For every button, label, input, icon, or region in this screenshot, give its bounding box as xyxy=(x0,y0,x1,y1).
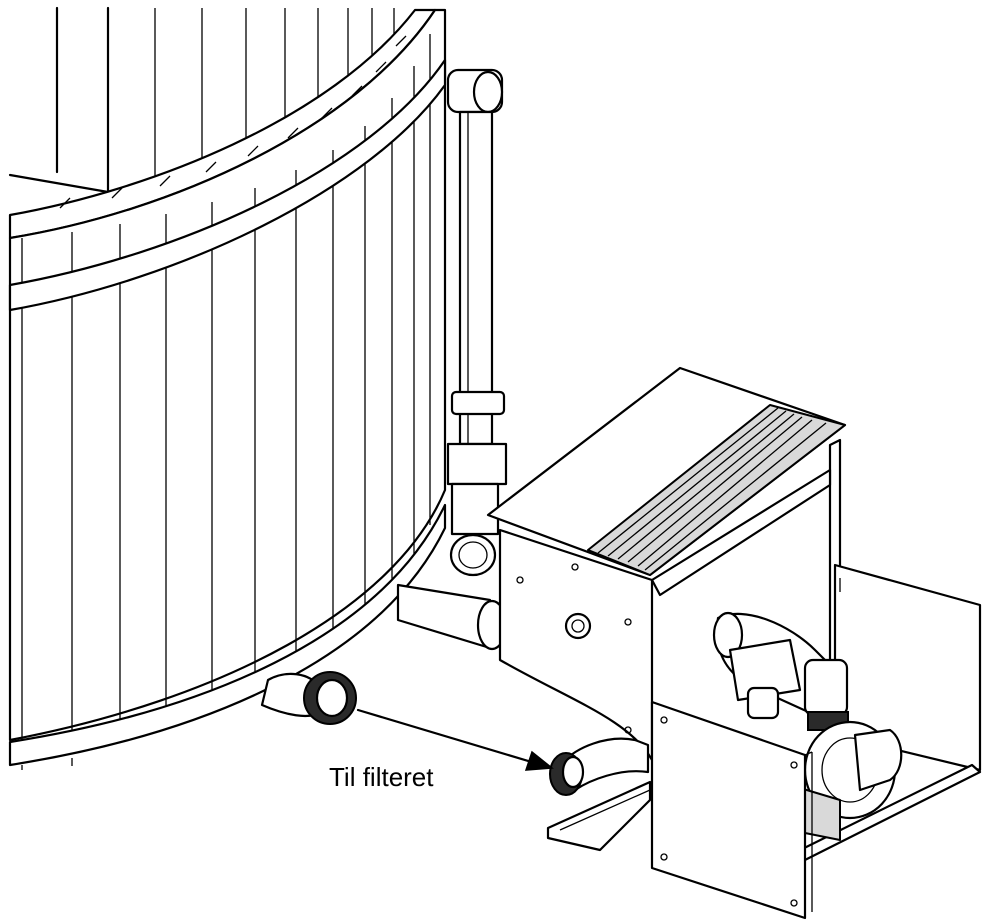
pump-assembly xyxy=(712,563,982,872)
pump-front-panel xyxy=(650,700,813,920)
tub-outlet-fitting xyxy=(260,671,357,725)
return-pipe xyxy=(446,68,508,577)
suction-pipe xyxy=(396,583,508,651)
hot-tub-wall xyxy=(8,8,447,770)
hot-tub-inner-staves xyxy=(8,6,395,194)
filter-cabinet xyxy=(486,366,847,762)
filter-annotation-label: Til filteret xyxy=(329,762,434,792)
flow-arrow xyxy=(356,708,554,771)
filter-inlet xyxy=(546,737,652,852)
